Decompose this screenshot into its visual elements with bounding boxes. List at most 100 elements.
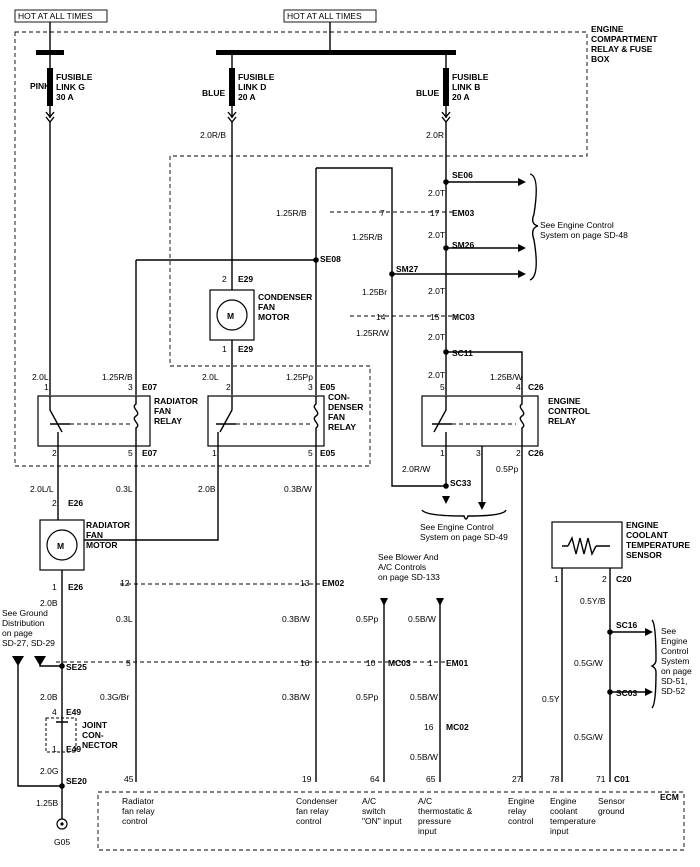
- svg-text:M: M: [57, 541, 64, 551]
- svg-text:1.25R/B: 1.25R/B: [352, 232, 383, 242]
- svg-text:2.0B: 2.0B: [198, 484, 216, 494]
- svg-text:2: 2: [52, 448, 57, 458]
- svg-text:HOT AT ALL TIMES: HOT AT ALL TIMES: [287, 11, 362, 21]
- svg-text:0.5Y/B: 0.5Y/B: [580, 596, 606, 606]
- svg-text:0.5Pp: 0.5Pp: [356, 692, 378, 702]
- note-sd133: See Blower And A/C Controls on page SD-1…: [378, 552, 440, 582]
- svg-text:FAN: FAN: [86, 530, 103, 540]
- svg-text:BLUE: BLUE: [202, 88, 225, 98]
- svg-text:temperature: temperature: [550, 816, 596, 826]
- wire-labels: 2.0R/B 2.0R 1.25R/B 1.25R/B 2.0T 2.0T 2.…: [30, 130, 606, 808]
- ecm-pin-sensor-ground: Sensor ground: [598, 796, 625, 816]
- svg-text:SE06: SE06: [452, 170, 473, 180]
- svg-text:TEMPERATURE: TEMPERATURE: [626, 540, 690, 550]
- svg-text:1.25Br: 1.25Br: [362, 287, 387, 297]
- svg-text:System on page SD-48: System on page SD-48: [540, 230, 628, 240]
- svg-text:See Blower And: See Blower And: [378, 552, 439, 562]
- fusible-link-d: BLUE FUSIBLE LINK D 20 A: [202, 55, 275, 124]
- svg-text:2: 2: [52, 498, 57, 508]
- svg-text:coolant: coolant: [550, 806, 578, 816]
- bus-bar-g: [36, 50, 64, 55]
- svg-text:1.25Pp: 1.25Pp: [286, 372, 313, 382]
- svg-text:fan relay: fan relay: [296, 806, 329, 816]
- svg-text:C26: C26: [528, 382, 544, 392]
- svg-text:SM26: SM26: [452, 240, 474, 250]
- svg-text:control: control: [296, 816, 322, 826]
- svg-text:0.5Pp: 0.5Pp: [356, 614, 378, 624]
- svg-text:SC03: SC03: [616, 688, 638, 698]
- svg-text:E07: E07: [142, 448, 157, 458]
- ecm-label: ECM: [660, 792, 679, 802]
- svg-text:thermostatic &: thermostatic &: [418, 806, 473, 816]
- svg-text:SE08: SE08: [320, 254, 341, 264]
- note-sd51: See Engine Control System on page SD-51,…: [650, 619, 692, 709]
- svg-text:FAN: FAN: [328, 412, 345, 422]
- svg-text:1: 1: [52, 582, 57, 592]
- svg-text:1: 1: [222, 344, 227, 354]
- fusible-link-b: BLUE FUSIBLE LINK B 20 A: [416, 55, 489, 124]
- svg-text:EM03: EM03: [452, 208, 474, 218]
- svg-text:Radiator: Radiator: [122, 796, 154, 806]
- svg-text:Engine: Engine: [508, 796, 535, 806]
- svg-text:Sensor: Sensor: [598, 796, 625, 806]
- svg-text:E29: E29: [238, 344, 253, 354]
- svg-text:2.0T: 2.0T: [428, 332, 445, 342]
- svg-text:CON-: CON-: [328, 392, 350, 402]
- svg-text:2.0R: 2.0R: [426, 130, 444, 140]
- svg-text:System: System: [661, 656, 689, 666]
- svg-text:DENSER: DENSER: [328, 402, 363, 412]
- svg-text:control: control: [508, 816, 534, 826]
- svg-text:C01: C01: [614, 774, 630, 784]
- svg-text:0.3L: 0.3L: [116, 614, 133, 624]
- svg-text:RELAY: RELAY: [154, 416, 182, 426]
- svg-text:G05: G05: [54, 837, 70, 847]
- svg-text:5: 5: [440, 382, 445, 392]
- svg-text:EM02: EM02: [322, 578, 344, 588]
- svg-text:2: 2: [222, 274, 227, 284]
- svg-text:45: 45: [124, 774, 134, 784]
- svg-text:SENSOR: SENSOR: [626, 550, 662, 560]
- svg-text:4: 4: [516, 382, 521, 392]
- note-ground: See Ground Distribution on page SD-27, S…: [2, 608, 55, 648]
- svg-text:E05: E05: [320, 448, 335, 458]
- svg-text:E26: E26: [68, 582, 83, 592]
- svg-text:FUSIBLE: FUSIBLE: [452, 72, 489, 82]
- svg-text:3: 3: [128, 382, 133, 392]
- svg-text:2.0T: 2.0T: [428, 370, 445, 380]
- svg-text:0.5B/W: 0.5B/W: [408, 614, 436, 624]
- svg-text:CONDENSER: CONDENSER: [258, 292, 312, 302]
- svg-text:LINK D: LINK D: [238, 82, 266, 92]
- svg-text:1.25R/B: 1.25R/B: [102, 372, 133, 382]
- svg-text:2.0L: 2.0L: [202, 372, 219, 382]
- svg-text:14: 14: [376, 312, 386, 322]
- svg-text:17: 17: [430, 208, 440, 218]
- svg-text:on page: on page: [661, 666, 692, 676]
- svg-text:0.3L: 0.3L: [116, 484, 133, 494]
- svg-text:30 A: 30 A: [56, 92, 74, 102]
- svg-text:1: 1: [428, 658, 433, 668]
- svg-text:2.0R/B: 2.0R/B: [200, 130, 226, 140]
- svg-text:SD-27, SD-29: SD-27, SD-29: [2, 638, 55, 648]
- svg-text:E29: E29: [238, 274, 253, 284]
- condenser-fan-motor: M CONDENSER FAN MOTOR: [209, 289, 312, 341]
- svg-text:20 A: 20 A: [238, 92, 256, 102]
- svg-text:JOINT: JOINT: [82, 720, 108, 730]
- svg-text:RADIATOR: RADIATOR: [86, 520, 130, 530]
- radiator-fan-relay: RADIATOR FAN RELAY: [37, 395, 198, 447]
- joint-connector: JOINT CON- NECTOR: [45, 717, 118, 753]
- svg-text:MC02: MC02: [446, 722, 469, 732]
- svg-text:SD-52: SD-52: [661, 686, 685, 696]
- arrows: [12, 178, 653, 696]
- svg-text:C20: C20: [616, 574, 632, 584]
- svg-text:See Engine Control: See Engine Control: [420, 522, 494, 532]
- svg-text:C26: C26: [528, 448, 544, 458]
- svg-text:input: input: [418, 826, 437, 836]
- svg-text:on page SD-133: on page SD-133: [378, 572, 440, 582]
- svg-text:2: 2: [516, 448, 521, 458]
- svg-text:71: 71: [596, 774, 606, 784]
- svg-text:RELAY & FUSE: RELAY & FUSE: [591, 44, 653, 54]
- svg-text:M: M: [227, 311, 234, 321]
- svg-text:FAN: FAN: [258, 302, 275, 312]
- svg-text:1.25B/W: 1.25B/W: [490, 372, 523, 382]
- svg-text:Engine: Engine: [550, 796, 577, 806]
